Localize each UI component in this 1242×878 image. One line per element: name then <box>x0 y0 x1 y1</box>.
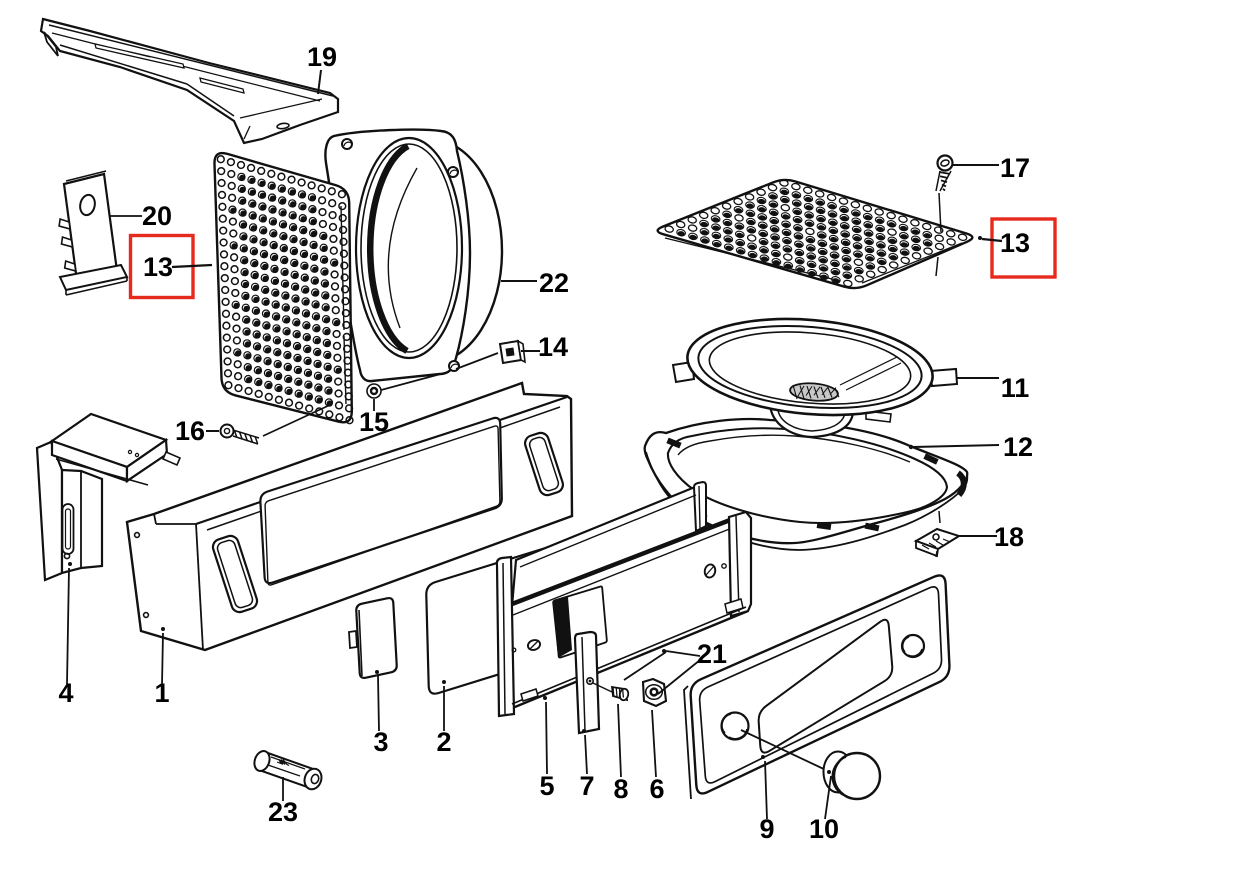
svg-text:19: 19 <box>307 42 337 72</box>
svg-text:3: 3 <box>373 727 388 757</box>
svg-text:13: 13 <box>1000 228 1030 258</box>
svg-text:2: 2 <box>436 727 451 757</box>
svg-text:12: 12 <box>1003 432 1033 462</box>
svg-text:17: 17 <box>1000 153 1030 183</box>
svg-text:15: 15 <box>359 407 389 437</box>
svg-text:9: 9 <box>759 814 774 844</box>
svg-text:13: 13 <box>143 252 173 282</box>
svg-text:11: 11 <box>1001 373 1030 403</box>
svg-text:14: 14 <box>538 332 568 362</box>
svg-text:8: 8 <box>613 774 628 804</box>
svg-text:21: 21 <box>697 639 727 669</box>
svg-text:4: 4 <box>58 678 73 708</box>
svg-text:16: 16 <box>175 416 205 446</box>
svg-text:10: 10 <box>809 814 839 844</box>
svg-text:7: 7 <box>579 771 594 801</box>
svg-text:1: 1 <box>154 678 169 708</box>
svg-text:5: 5 <box>539 771 554 801</box>
svg-text:22: 22 <box>539 268 569 298</box>
svg-text:6: 6 <box>649 774 664 804</box>
svg-text:23: 23 <box>268 797 298 827</box>
svg-text:20: 20 <box>142 201 172 231</box>
svg-text:18: 18 <box>994 522 1024 552</box>
